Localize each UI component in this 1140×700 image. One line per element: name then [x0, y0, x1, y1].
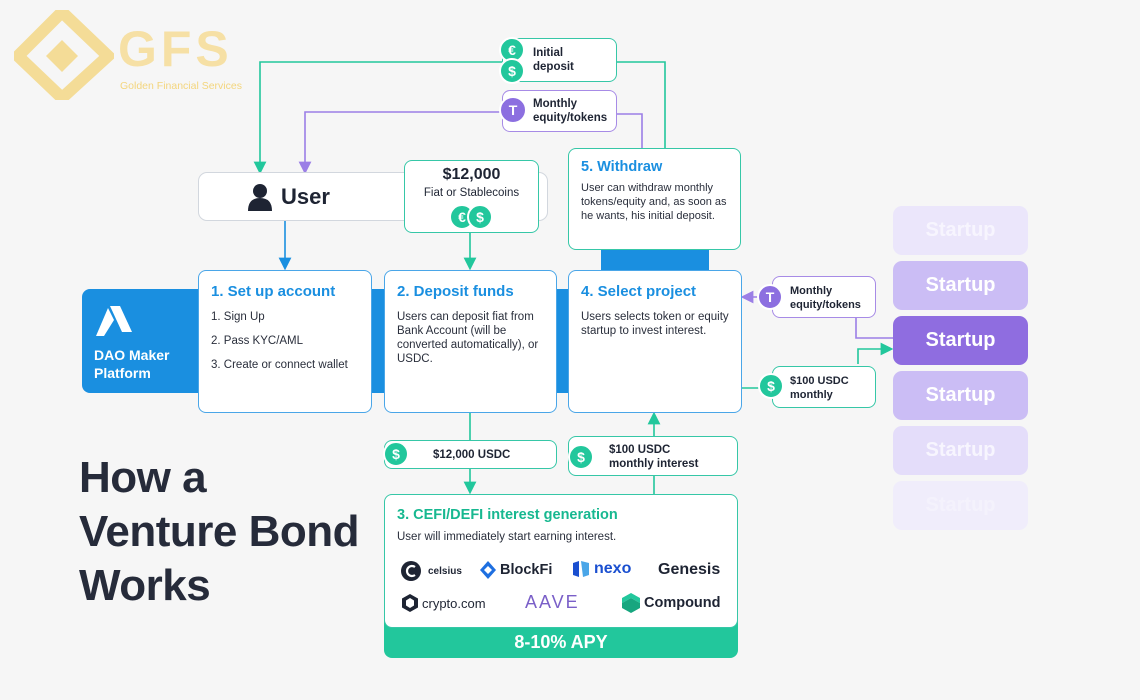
platform-name: DAO Maker Platform — [94, 347, 170, 381]
partner-nexo: nexo — [572, 560, 631, 578]
gfs-tagline: Golden Financial Services — [120, 80, 242, 92]
crypto-com-icon — [402, 594, 418, 612]
partner-crypto-com: crypto.com — [402, 594, 486, 612]
step4-box: 4. Select project Users selects token or… — [568, 270, 742, 413]
usdc-monthly-pill: $100 USDC monthly — [772, 366, 876, 408]
step2-title: 2. Deposit funds — [397, 283, 514, 300]
nexo-label: nexo — [594, 560, 632, 577]
apy-label: 8-10% APY — [514, 632, 608, 652]
step3-box: 3. CEFI/DEFI interest generation User wi… — [384, 494, 738, 628]
compound-icon — [622, 593, 640, 613]
deposit-amount-sub: Fiat or Stablecoins — [423, 187, 520, 199]
blockfi-label: BlockFi — [500, 562, 553, 578]
tether-coin-icon: T — [499, 96, 527, 124]
partner-aave: AAVE — [525, 592, 580, 613]
blockfi-icon — [480, 561, 496, 579]
line-withdraw-monthly — [617, 113, 643, 148]
deposit-amount: $12,000 — [442, 166, 501, 183]
startup-5[interactable]: Startup — [893, 426, 1028, 475]
withdraw-box: 5. Withdraw User can withdraw monthly to… — [568, 148, 741, 250]
startup-2[interactable]: Startup — [893, 261, 1028, 310]
dollar-coin-icon-4: $ — [383, 441, 409, 467]
compound-label: Compound — [644, 595, 721, 611]
withdraw-text: User can withdraw monthly tokens/equity … — [581, 182, 727, 222]
startup-1[interactable]: Startup — [893, 206, 1028, 255]
startup-4[interactable]: Startup — [893, 371, 1028, 420]
usdc-interest-pill: $100 USDC monthly interest — [568, 436, 738, 476]
usdc-12000-pill: $12,000 USDC — [384, 440, 557, 469]
partner-genesis: Genesis — [658, 561, 720, 579]
line-initial-user — [253, 61, 502, 175]
aave-label: AAVE — [525, 592, 580, 612]
dollar-coin-icon-3: $ — [758, 373, 784, 399]
celsius-label: celsius — [428, 565, 462, 577]
dollar-coin-icon: $ — [499, 58, 525, 84]
step1-box: 1. Set up account 1. Sign Up 2. Pass KYC… — [198, 270, 372, 413]
platform-band-connector — [601, 250, 709, 272]
step1-item-2: 2. Pass KYC/AML — [211, 335, 304, 347]
headline: How a Venture Bond Works — [79, 453, 360, 610]
startup-selected[interactable]: Startup — [893, 316, 1028, 365]
step1-item-1: 1. Sign Up — [211, 311, 265, 323]
line-withdraw-initial — [615, 61, 666, 148]
user-icon — [248, 184, 272, 211]
dollar-coin-icon-5: $ — [568, 444, 594, 470]
gfs-name: GFS — [118, 21, 233, 77]
dao-maker-logo-icon — [96, 306, 132, 336]
crypto-com-label: crypto.com — [422, 595, 486, 611]
partner-blockfi: BlockFi — [480, 561, 552, 579]
step3-text: User will immediately start earning inte… — [397, 531, 617, 543]
monthly-equity-right-pill: Monthly equity/tokens — [772, 276, 876, 318]
step1-title: 1. Set up account — [211, 283, 336, 300]
step4-text: Users selects token or equity startup to… — [581, 311, 729, 337]
monthly-equity-top-pill: Monthly equity/tokens — [502, 90, 617, 132]
gfs-logo-mark-icon — [14, 10, 114, 100]
user-label: User — [281, 184, 330, 209]
step4-title: 4. Select project — [581, 283, 697, 300]
withdraw-title: 5. Withdraw — [581, 159, 663, 175]
nexo-icon — [573, 561, 589, 577]
tether-coin-icon-2: T — [757, 284, 783, 310]
partner-compound: Compound — [622, 592, 721, 614]
line-usdc-startup — [857, 342, 894, 364]
line-monthly-user — [298, 111, 502, 175]
dollar-coin-icon-2: $ — [467, 204, 493, 230]
partner-celsius: celsius — [400, 560, 462, 582]
genesis-label: Genesis — [658, 561, 721, 578]
step2-text: Users can deposit fiat from Bank Account… — [397, 311, 539, 365]
step3-title: 3. CEFI/DEFI interest generation — [397, 507, 618, 523]
step2-box: 2. Deposit funds Users can deposit fiat … — [384, 270, 557, 413]
line-startup-monthly — [855, 318, 893, 339]
startup-6[interactable]: Startup — [893, 481, 1028, 530]
celsius-icon — [401, 561, 421, 581]
gfs-logo: GFS Golden Financial Services — [14, 10, 274, 100]
step1-item-3: 3. Create or connect wallet — [211, 359, 348, 371]
